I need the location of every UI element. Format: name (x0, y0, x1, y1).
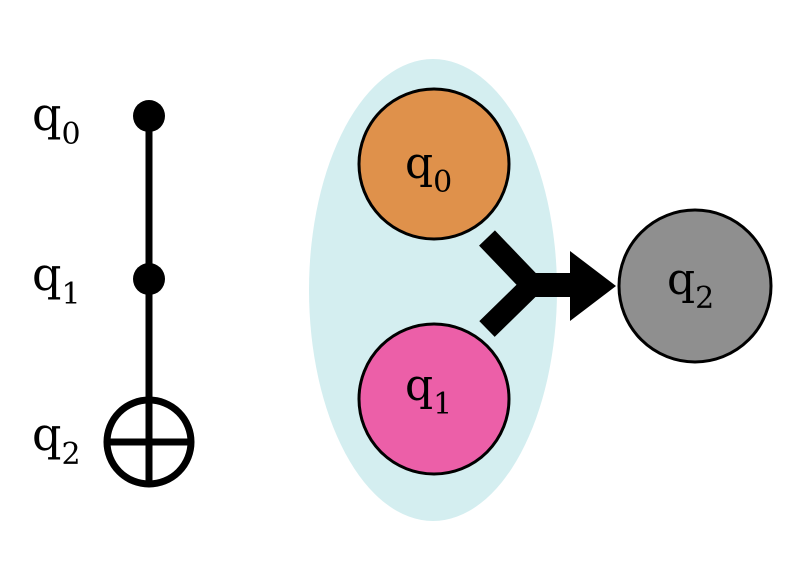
wire-label-q2: q2 (32, 407, 81, 472)
node-q0: q0 (357, 87, 511, 241)
control-dot-q1 (133, 263, 165, 295)
node-q1: q1 (357, 322, 511, 476)
target-xor-icon (103, 396, 195, 488)
wire-label-q0: q0 (32, 87, 81, 152)
node-q0-circle (357, 87, 511, 241)
wire-label-q1: q1 (32, 247, 81, 312)
control-dot-q0 (133, 100, 165, 132)
node-q2-label: q2 (667, 254, 714, 316)
node-q2-circle (617, 208, 773, 364)
node-q1-label: q1 (405, 360, 452, 422)
node-q1-circle (357, 322, 511, 476)
graph-panel: q0 q1 q2 (309, 59, 773, 521)
node-q2: q2 (617, 208, 773, 364)
merge-arrow-icon (479, 230, 616, 337)
node-q0-label: q0 (405, 138, 452, 200)
circuit-panel: q0 q1 q2 (32, 87, 195, 488)
